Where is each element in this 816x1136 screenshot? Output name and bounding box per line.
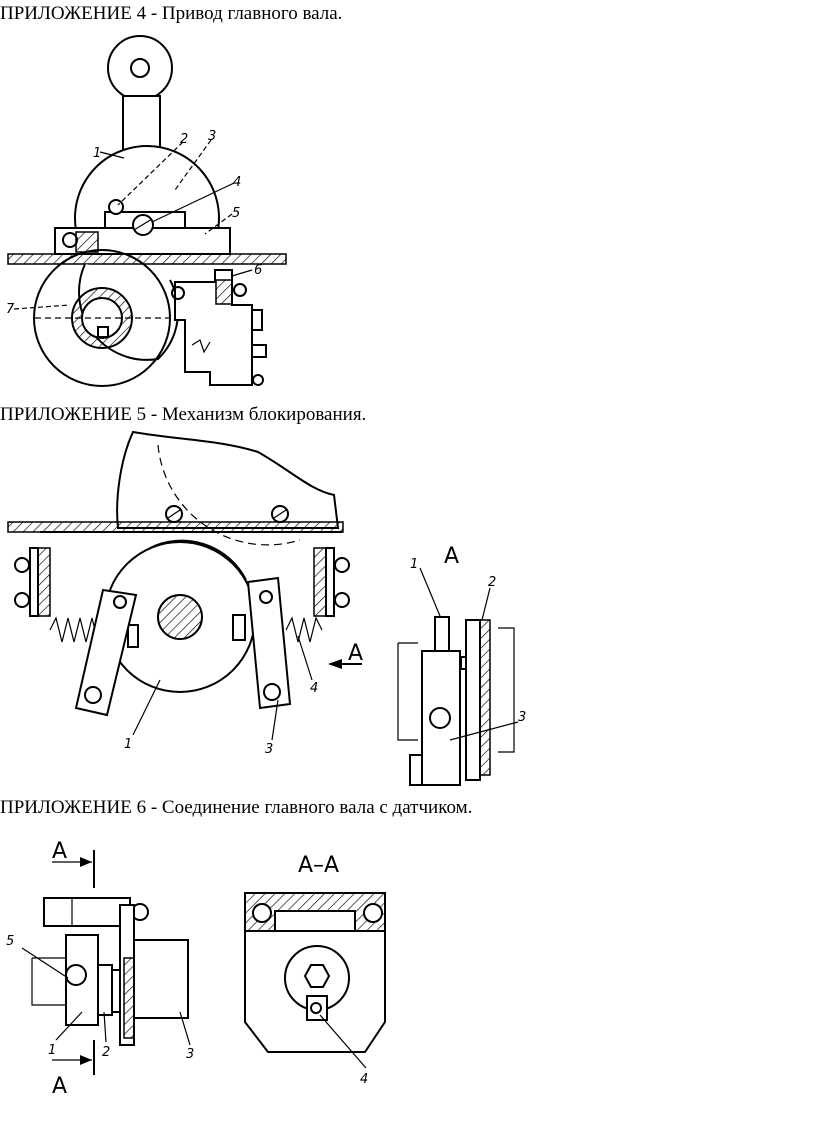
fig6-section-title: А–А	[298, 853, 339, 878]
fig5-label-1: 1	[124, 737, 132, 752]
fig6-label-2: 2	[102, 1045, 110, 1060]
caption-appendix-5: ПРИЛОЖЕНИЕ 5 - Механизм блокирования.	[0, 404, 367, 425]
fig4-label-1: 1	[93, 146, 101, 161]
fig4-label-3: 3	[208, 129, 216, 144]
fig5-label-3: 3	[265, 742, 273, 757]
figure-5-blocking-mechanism: A 1 3 4 A 1 2 3	[7, 430, 526, 786]
fig4-label-2: 2	[180, 132, 188, 147]
fig6-label-5: 5	[6, 934, 14, 949]
fig5-view-mark-a: A	[444, 544, 459, 569]
figure-6-shaft-sensor-connection: A A 5 1 2 3 А–А	[6, 839, 386, 1099]
fig6-section-mark-top: A	[52, 839, 67, 864]
fig4-label-7: 7	[6, 302, 15, 317]
fig4-label-6: 6	[254, 263, 262, 278]
figure-4-main-shaft-drive: 1 7 2 3 4 5 6	[6, 35, 287, 387]
fig5-view-label-1: 1	[410, 557, 418, 572]
fig4-label-4: 4	[233, 175, 241, 190]
fig6-section-mark-bottom: A	[52, 1074, 67, 1099]
fig6-label-4: 4	[360, 1072, 368, 1087]
fig5-view-label-3: 3	[518, 710, 526, 725]
fig5-label-4: 4	[310, 681, 318, 696]
fig4-label-5: 5	[232, 206, 240, 221]
caption-appendix-4: ПРИЛОЖЕНИЕ 4 - Привод главного вала.	[0, 3, 343, 24]
fig5-arrow-mark-a: A	[348, 641, 363, 666]
caption-appendix-6: ПРИЛОЖЕНИЕ 6 - Соединение главного вала …	[0, 797, 473, 818]
fig6-label-1: 1	[48, 1043, 56, 1058]
fig5-view-label-2: 2	[488, 575, 496, 590]
fig6-label-3: 3	[186, 1047, 194, 1062]
